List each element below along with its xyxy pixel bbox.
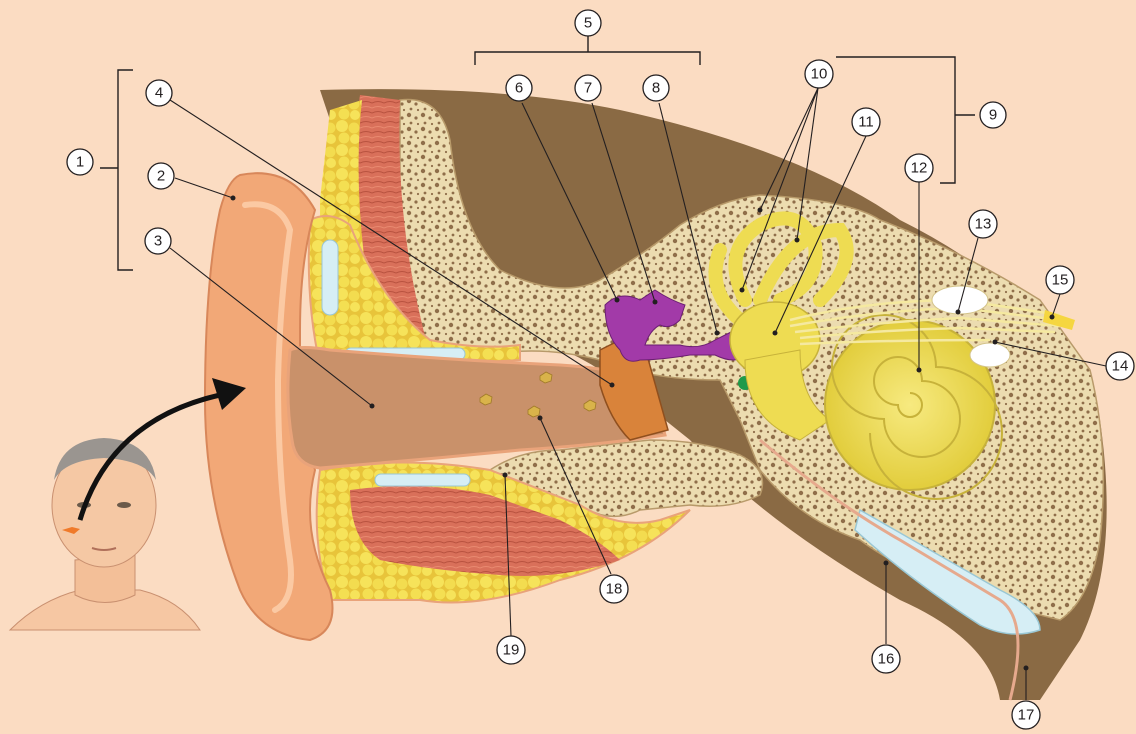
svg-text:17: 17 xyxy=(1018,707,1035,724)
svg-text:6: 6 xyxy=(515,80,523,97)
callout-11: 11 xyxy=(852,108,880,136)
svg-text:5: 5 xyxy=(584,15,592,32)
svg-text:4: 4 xyxy=(155,85,163,102)
svg-text:10: 10 xyxy=(811,66,828,83)
svg-text:16: 16 xyxy=(878,651,895,668)
svg-text:9: 9 xyxy=(989,107,997,124)
callout-18: 18 xyxy=(600,575,628,603)
svg-text:13: 13 xyxy=(975,216,992,233)
svg-text:8: 8 xyxy=(652,80,660,97)
callout-1: 1 xyxy=(67,149,93,175)
callout-12: 12 xyxy=(905,154,933,182)
svg-text:18: 18 xyxy=(606,581,623,598)
svg-text:12: 12 xyxy=(911,160,928,177)
bracket-outer-ear xyxy=(100,70,133,270)
svg-text:11: 11 xyxy=(858,114,874,131)
svg-text:2: 2 xyxy=(157,168,165,185)
callout-5: 5 xyxy=(575,10,601,36)
svg-text:3: 3 xyxy=(154,233,162,250)
svg-text:1: 1 xyxy=(76,154,84,171)
internal-acoustic-meatus xyxy=(932,286,988,314)
callout-3: 3 xyxy=(145,228,171,254)
bracket-middle-ear xyxy=(475,36,700,65)
callout-6: 6 xyxy=(506,75,532,101)
callout-10: 10 xyxy=(805,60,833,88)
callout-15: 15 xyxy=(1046,266,1074,294)
callout-16: 16 xyxy=(872,645,900,673)
callout-19: 19 xyxy=(497,636,525,664)
callout-4: 4 xyxy=(146,80,172,106)
callout-2: 2 xyxy=(148,163,174,189)
callout-8: 8 xyxy=(643,75,669,101)
callout-13: 13 xyxy=(969,210,997,238)
nerve-bundle-lower xyxy=(970,343,1010,367)
svg-text:19: 19 xyxy=(503,642,520,659)
callout-9: 9 xyxy=(980,102,1006,128)
svg-text:7: 7 xyxy=(584,80,592,97)
svg-text:14: 14 xyxy=(1112,358,1129,375)
callout-17: 17 xyxy=(1012,701,1040,729)
cartilage-strip-lower xyxy=(375,474,470,486)
svg-text:15: 15 xyxy=(1052,272,1069,289)
face-inset-eye-right xyxy=(117,502,131,508)
callout-7: 7 xyxy=(575,75,601,101)
cartilage-strip-upper xyxy=(322,240,338,315)
callout-14: 14 xyxy=(1106,352,1134,380)
